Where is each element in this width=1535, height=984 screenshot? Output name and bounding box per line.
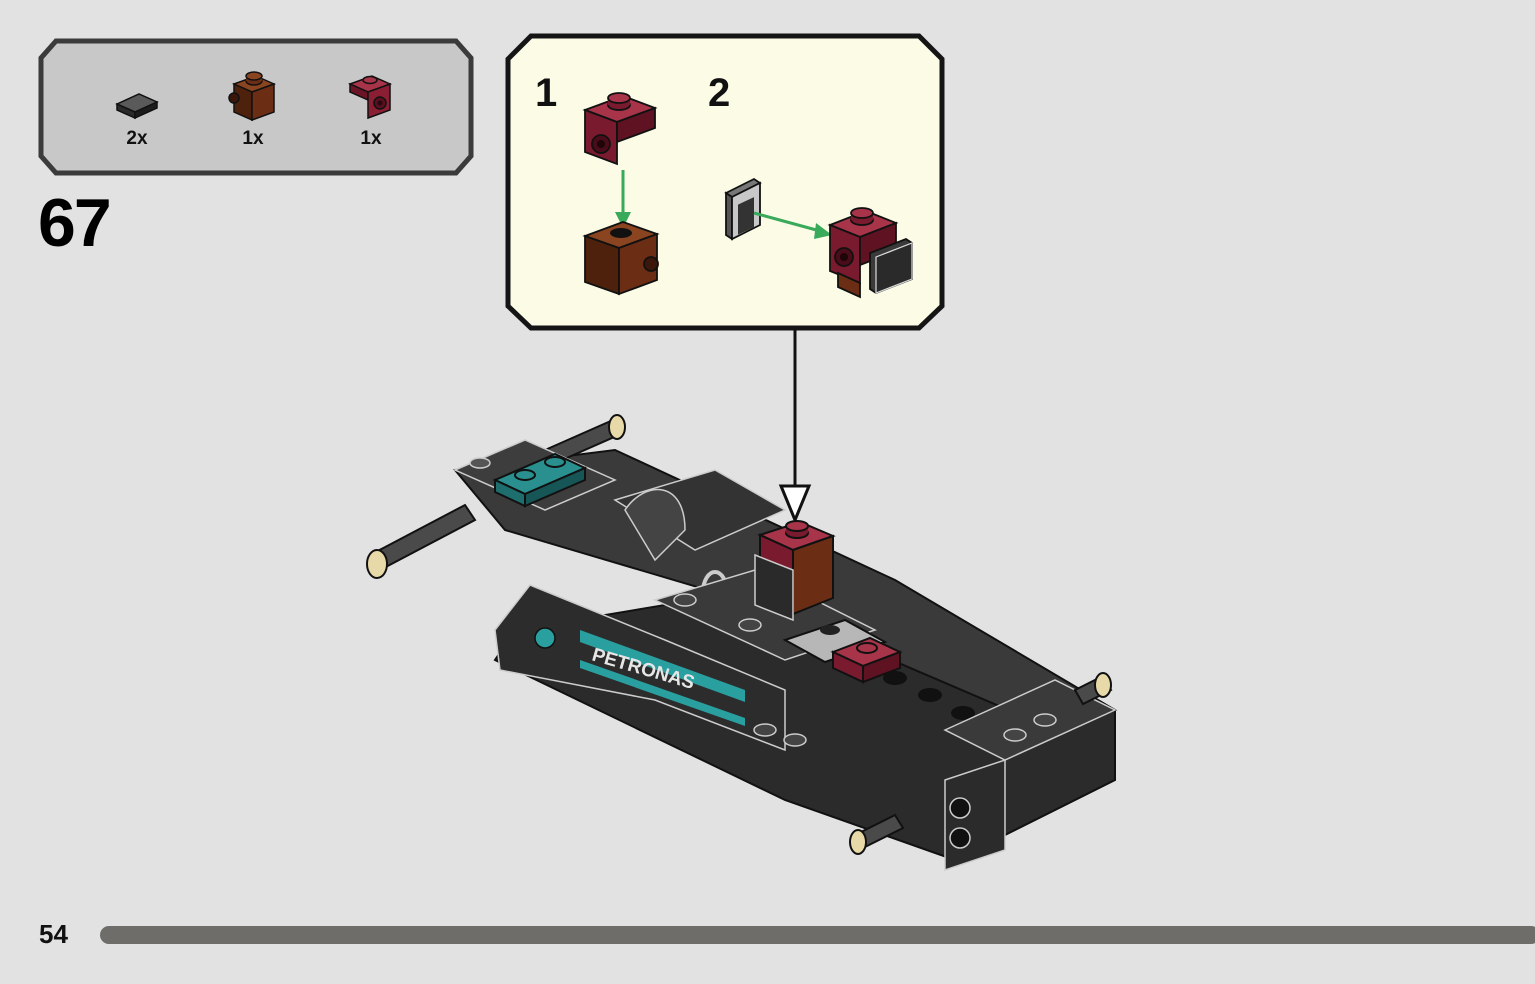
sub-step-2-illustration [724, 177, 913, 299]
sub-step-1-illustration [582, 92, 660, 296]
halo-piece [624, 488, 686, 562]
part-quantity: 1x [242, 128, 264, 149]
page-progress-bar [100, 926, 1535, 944]
team-logo-icon [534, 627, 556, 649]
axle-pin-icon [849, 829, 867, 855]
placement-arrowhead [778, 484, 812, 524]
part-bracket-brown: 1x [218, 68, 288, 150]
axle-pin-icon [366, 549, 388, 579]
black-tile-icon [115, 93, 159, 120]
axle-pin-icon [608, 414, 626, 440]
dark-red-bracket-icon [347, 75, 393, 120]
sub-assembly-callout: 1 2 [505, 33, 945, 331]
part-bracket-dark-red: 1x [336, 70, 406, 150]
sub-step-label-1: 1 [535, 71, 558, 115]
axle-pin-icon [1094, 672, 1112, 698]
part-quantity: 2x [126, 128, 148, 149]
page-number: 54 [39, 919, 68, 949]
step-number: 67 [38, 185, 112, 261]
part-tile-black: 2x [102, 90, 172, 150]
brown-brick-icon [228, 71, 277, 122]
parts-list-box: 2x 1x 1x [38, 38, 474, 176]
sub-step-label-2: 2 [708, 71, 731, 115]
part-quantity: 1x [360, 128, 382, 149]
car-model-illustration: PETRONAS [366, 330, 1118, 872]
